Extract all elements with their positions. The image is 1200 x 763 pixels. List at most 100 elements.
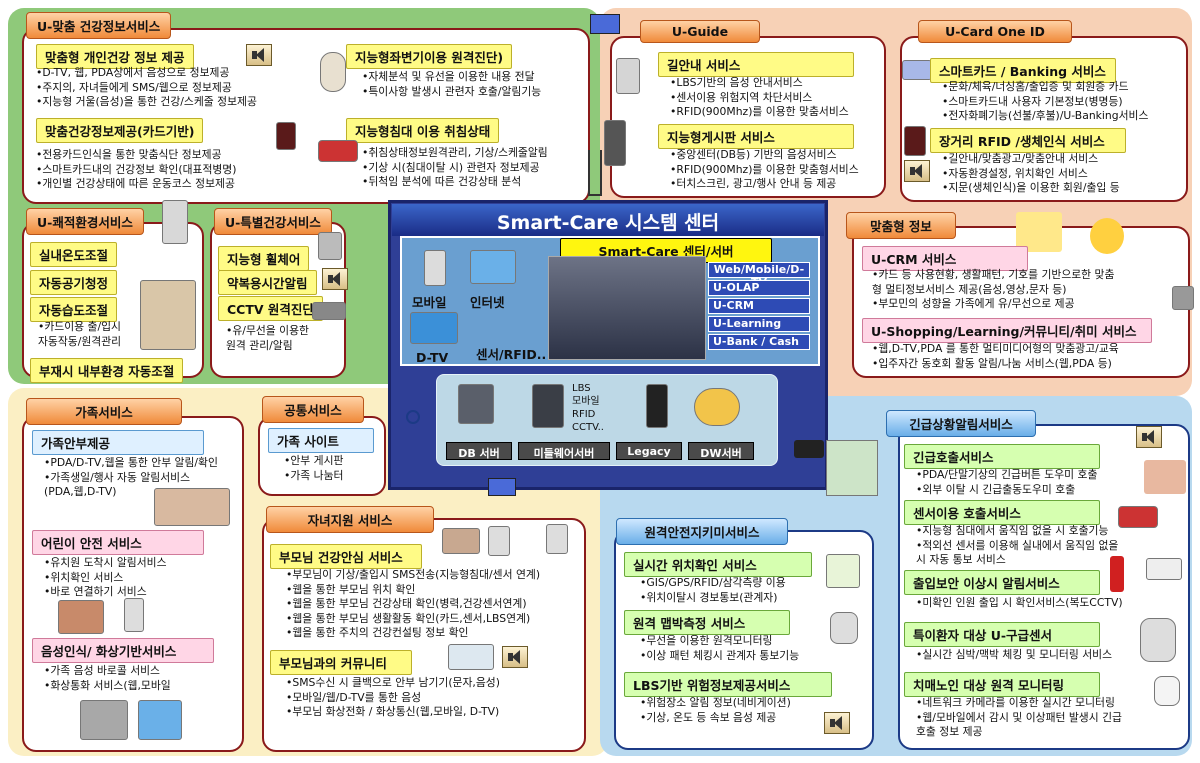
phone-hand-icon xyxy=(442,528,480,554)
cctv-icon xyxy=(312,302,346,320)
family-couple-icon xyxy=(1144,460,1186,494)
speaker-icon[interactable] xyxy=(246,44,272,66)
pda-parent-icon-2 xyxy=(546,524,568,554)
family-b2-list: •유치원 도착시 알림서비스•위치확인 서비스•바로 연결하기 서비스 xyxy=(44,556,167,598)
dw-server-icon xyxy=(694,388,740,426)
center-module-4[interactable]: U-Learning xyxy=(708,316,810,332)
comfort-item-2[interactable]: 자동공기청정 xyxy=(30,270,118,295)
home-controller-icon xyxy=(162,200,188,244)
server-dw-label[interactable]: DW서버 xyxy=(688,442,754,460)
center-module-2[interactable]: U-OLAP xyxy=(708,280,810,296)
comfort-last[interactable]: 부재시 내부환경 자동조절 xyxy=(30,358,184,383)
card-h1: 스마트카드 / Banking 서비스 xyxy=(930,58,1116,83)
remote-title: 원격안전지키미서비스 xyxy=(616,518,788,545)
speaker-icon[interactable] xyxy=(824,712,850,734)
center-module-3[interactable]: U-CRM xyxy=(708,298,810,314)
center-module-5[interactable]: U-Bank / Cash xyxy=(708,334,810,350)
center-module-1[interactable]: Web/Mobile/D-TV xyxy=(708,262,810,289)
child-title: 자녀지원 서비스 xyxy=(266,506,434,533)
city-photo-icon xyxy=(826,440,878,496)
guide-title: U-Guide xyxy=(640,20,760,43)
internet-screen-icon xyxy=(470,250,516,284)
door-cctv-icon xyxy=(1146,558,1182,580)
comfort-title: U-쾌적환경서비스 xyxy=(26,208,144,235)
pulse-sensor-icon xyxy=(1140,618,1176,662)
mobile-device-icon xyxy=(424,250,446,286)
middleware-server-icon xyxy=(532,384,564,428)
device-mobile-label: 모바일 xyxy=(412,295,447,310)
common-b1-list: •안부 게시판•가족 나눔터 xyxy=(284,454,344,482)
dtv-icon xyxy=(410,312,458,344)
guide-h1: 길안내 서비스 xyxy=(658,52,854,77)
kiosk-icon xyxy=(604,120,626,166)
speaker-icon[interactable] xyxy=(322,268,348,290)
bed-icon xyxy=(318,140,358,162)
health-title: U-맞춤 건강정보서비스 xyxy=(26,12,172,39)
device-dtv-label: D-TV xyxy=(416,350,449,365)
family-panel xyxy=(22,416,244,752)
custom-h1: U-CRM 서비스 xyxy=(862,246,1028,271)
avatar-icon xyxy=(1090,218,1124,254)
special-title: U-특별건강서비스 xyxy=(214,208,332,235)
satellite-icon xyxy=(488,478,516,496)
child-h1: 부모님 건강안심 서비스 xyxy=(270,544,422,569)
comfort-item-3[interactable]: 자동습도조절 xyxy=(30,297,118,322)
remote-h1: 실시간 위치확인 서비스 xyxy=(624,552,812,577)
emergency-b3-list: •미확인 인원 출입 시 확인서비스(복도CCTV) xyxy=(916,596,1123,609)
family-b3-list: •가족 음성 바로콜 서비스•화상통화 서비스(웹,모바일 xyxy=(44,664,171,692)
common-h1[interactable]: 가족 사이트 xyxy=(268,428,374,453)
family-title: 가족서비스 xyxy=(26,398,182,425)
emergency-b1-list: •PDA/단말기상의 긴급버튼 도우미 호출•외부 이탈 시 긴급출동도우미 호… xyxy=(916,468,1098,496)
antenna-tower-icon xyxy=(588,150,602,196)
guide-h2: 지능형게시판 서비스 xyxy=(658,124,854,149)
remote-b2-list: •무선을 이용한 원격모니터링•이상 패턴 체킹시 관계자 통보기능 xyxy=(640,634,800,662)
emergency-b5-list: •네트워크 카메라를 이용한 실시간 모니터링•웹/모바일에서 감시 및 이상패… xyxy=(916,696,1122,738)
emergency-h4: 특이환자 대상 U-구급센서 xyxy=(904,622,1100,647)
comfort-item-1[interactable]: 실내온도조절 xyxy=(30,242,118,267)
video-call-photo-icon xyxy=(80,700,128,740)
guide-b1-list: •LBS기반의 음성 안내서비스•센서이용 위험지역 차단서비스•RFID(90… xyxy=(670,76,849,118)
card-b2-list: •길안내/맞춤광고/맞춤안내 서비스•자동환경설정, 위치확인 서비스•지문(생… xyxy=(942,152,1120,194)
emergency-b2-list: •지능형 침대에서 움직임 없을 시 호출기능•적외선 센서를 이용해 실내에서… xyxy=(916,524,1119,566)
family-photo-icon xyxy=(154,488,230,526)
emergency-h3: 출입보안 이상시 알림서비스 xyxy=(904,570,1100,595)
pda-parent-icon xyxy=(488,526,510,556)
rfid-reader-icon xyxy=(904,126,926,156)
pda-child-icon xyxy=(124,598,144,632)
pda-icon xyxy=(616,58,640,94)
card-stack-icon xyxy=(902,60,932,80)
health-b3-header: 지능형좌변기이용 원격진단) xyxy=(346,44,513,69)
server-db-label[interactable]: DB 서버 xyxy=(446,442,512,460)
speaker-icon[interactable] xyxy=(1136,426,1162,448)
server-legacy-label[interactable]: Legacy xyxy=(616,442,682,460)
family-h3: 음성인식/ 화상기반서비스 xyxy=(32,638,214,663)
wifi-icon xyxy=(406,410,420,424)
family-h2: 어린이 안전 서비스 xyxy=(32,530,204,555)
speaker-icon[interactable] xyxy=(904,160,930,182)
child-h2: 부모님과의 커뮤니티 xyxy=(270,650,412,675)
speaker-icon[interactable] xyxy=(502,646,528,668)
special-item-1[interactable]: 지능형 휠체어 xyxy=(218,246,310,271)
remote-h3: LBS기반 위험정보제공서비스 xyxy=(624,672,832,697)
special-item-2[interactable]: 약복용시간알림 xyxy=(218,270,317,295)
child-photo-icon xyxy=(58,600,104,634)
remote-h2: 원격 맵박측정 서비스 xyxy=(624,610,790,635)
special-item-3[interactable]: CCTV 원격진단 xyxy=(218,296,323,321)
child-b1-list: •부모님이 기상/출입시 SMS전송(지능형침대/센서 연계)•웹을 통한 부모… xyxy=(286,568,541,639)
device-sensor-label: 센서/RFID.. xyxy=(476,347,547,362)
child-b2-list: •SMS수신 시 클백으로 안부 남기기(문자,음성)•모바일/웹/D-TV를 … xyxy=(286,676,500,718)
presenter-icon xyxy=(1016,212,1062,252)
device-internet-label: 인터넷 xyxy=(470,295,505,310)
center-banner xyxy=(392,204,824,236)
health-b4-list: •취침상태정보원격관리, 기상/스케줄알림•기상 시(침대이탈 시) 관련자 정… xyxy=(362,146,548,188)
server-middleware-label[interactable]: 미들웨어서버 xyxy=(518,442,610,460)
card-title: U-Card One ID xyxy=(918,20,1072,43)
card-h2: 장거리 RFID /생체인식 서비스 xyxy=(930,128,1126,153)
server-room-photo xyxy=(548,256,706,360)
center-title: Smart-Care 시스템 센터 xyxy=(496,212,720,234)
bed-alarm-icon xyxy=(1118,506,1158,528)
health-b3-list: •자체분석 및 유선을 이용한 내용 전달•특이사항 발생시 관련자 호출/알림… xyxy=(362,70,542,98)
